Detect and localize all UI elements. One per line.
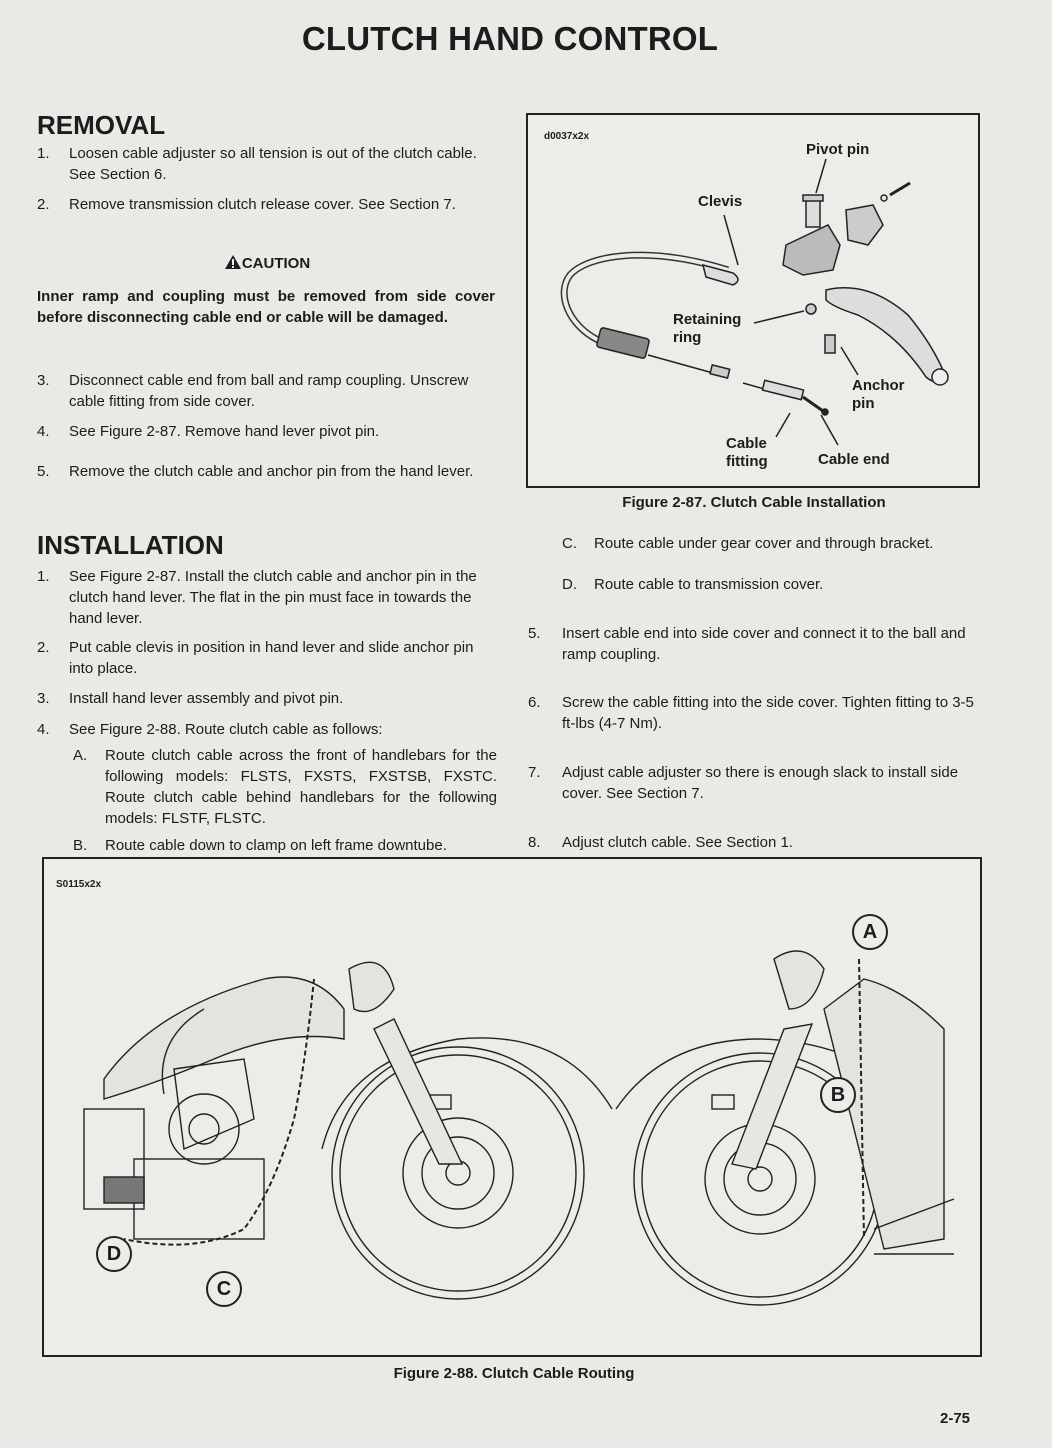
step-text: Route cable down to clamp on left frame … [105, 837, 447, 854]
callout-c: C [206, 1271, 242, 1307]
step-text: Screw the cable fitting into the side co… [562, 694, 974, 732]
step-number: 1. [37, 145, 50, 162]
page-title: CLUTCH HAND CONTROL [301, 20, 719, 57]
label-anchor-pin: Anchor pin [852, 377, 905, 413]
step-text: Adjust clutch cable. See Section 1. [562, 834, 793, 851]
page-number: 2-75 [940, 1410, 971, 1427]
label-ring: ring [673, 329, 702, 346]
step-text: Install hand lever assembly and pivot pi… [69, 690, 344, 707]
step-number: 1. [37, 568, 50, 585]
step-text: Route clutch cable across the front of h… [105, 747, 497, 827]
step-number: 6. [528, 694, 541, 711]
step-text: Insert cable end into side cover and con… [562, 625, 966, 663]
figure-88-caption: Figure 2-88. Clutch Cable Routing [393, 1365, 635, 1382]
caution-header: CAUTION [37, 254, 497, 273]
warning-triangle-icon [224, 255, 241, 269]
figure-87-code: d0037x2x [544, 131, 590, 142]
step-text: See Figure 2-87. Remove hand lever pivot… [69, 423, 380, 440]
step-text: Route cable to transmission cover. [594, 576, 824, 593]
step-number: 3. [37, 372, 50, 389]
step-letter: B. [73, 837, 88, 854]
figure-88-frame: S0115x2x [42, 857, 982, 1357]
step-text: See Figure 2-88. Route clutch cable as f… [69, 721, 383, 738]
step-number: 5. [37, 463, 50, 480]
label-retaining-ring: Retaining ring [673, 311, 741, 347]
label-fitting: fitting [726, 453, 768, 470]
label-anchor: Anchor [852, 377, 905, 394]
caution-label: CAUTION [241, 255, 311, 272]
step-number: 2. [37, 196, 50, 213]
figure-87-caption: Figure 2-87. Clutch Cable Installation [622, 494, 886, 511]
step-number: 7. [528, 764, 541, 781]
label-cable-end: Cable end [818, 451, 890, 468]
step-number: 3. [37, 690, 50, 707]
step-text: Loosen cable adjuster so all tension is … [69, 145, 477, 183]
caution-text: Inner ramp and coupling must be removed … [37, 288, 495, 326]
callout-b: B [820, 1077, 856, 1113]
step-text: Put cable clevis in position in hand lev… [69, 639, 474, 677]
step-number: 5. [528, 625, 541, 642]
clutch-cable-routing-drawing [83, 950, 955, 1306]
step-number: 4. [37, 423, 50, 440]
clutch-cable-installation-drawing [560, 158, 949, 446]
step-letter: C. [562, 535, 577, 552]
step-number: 4. [37, 721, 50, 738]
callout-d: D [96, 1236, 132, 1272]
step-number: 8. [528, 834, 541, 851]
step-text: Adjust cable adjuster so there is enough… [562, 764, 959, 802]
label-cable: Cable [726, 435, 767, 452]
label-pin: pin [852, 395, 875, 412]
label-pivot-pin: Pivot pin [806, 141, 870, 158]
figure-88-code: S0115x2x [56, 879, 102, 890]
removal-heading: REMOVAL [37, 110, 166, 140]
label-clevis: Clevis [698, 193, 743, 210]
step-text: See Figure 2-87. Install the clutch cabl… [69, 568, 477, 627]
step-number: 2. [37, 639, 50, 656]
step-text: Disconnect cable end from ball and ramp … [69, 372, 469, 410]
step-letter: A. [73, 747, 88, 764]
step-letter: D. [562, 576, 577, 593]
label-cable-fitting: Cable fitting [726, 435, 768, 471]
label-retaining: Retaining [673, 311, 742, 328]
figure-87-frame: d0037x2x [526, 113, 980, 488]
step-text: Route cable under gear cover and through… [594, 535, 934, 552]
step-text: Remove the clutch cable and anchor pin f… [69, 463, 474, 480]
step-text: Remove transmission clutch release cover… [69, 196, 456, 213]
callout-a: A [852, 914, 888, 950]
installation-heading: INSTALLATION [37, 530, 224, 560]
